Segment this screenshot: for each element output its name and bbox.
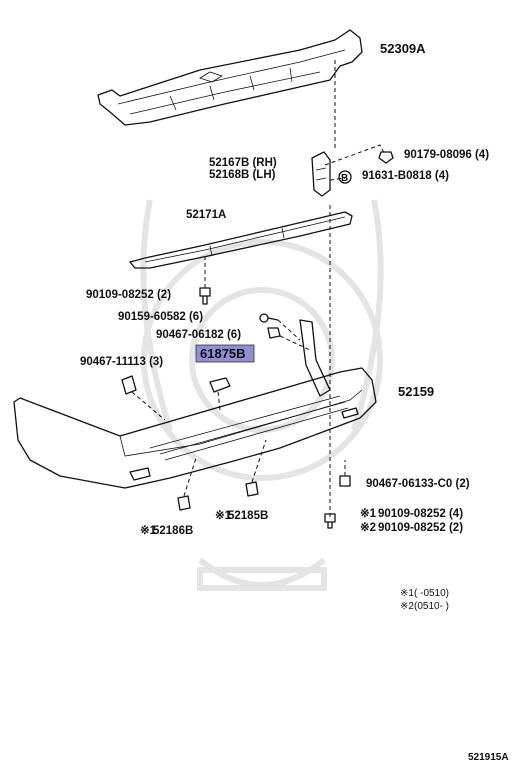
leader-bracket-bolts bbox=[324, 144, 386, 166]
leader-90159 bbox=[277, 319, 301, 341]
part-52167B-bracket[interactable] bbox=[311, 151, 331, 197]
mark-52186B: ※1 bbox=[140, 524, 157, 537]
label-52185B[interactable]: 52185B bbox=[228, 510, 268, 522]
label-52159[interactable]: 52159 bbox=[398, 384, 434, 399]
leader-52185B bbox=[251, 439, 267, 483]
leader-90467-11113 bbox=[131, 391, 166, 421]
leader-91631 bbox=[329, 177, 346, 181]
part-90467-11113-clip[interactable] bbox=[121, 375, 137, 395]
legend-mark-1: ※1 bbox=[400, 588, 414, 599]
legend-range-2: (0510- ) bbox=[414, 601, 449, 612]
part-90109-bolt-upper[interactable] bbox=[199, 287, 211, 305]
part-90109-bolt-lower[interactable] bbox=[324, 513, 336, 529]
diagram-id: 521915A bbox=[468, 752, 509, 763]
label-90179[interactable]: 90179-08096 (4) bbox=[404, 149, 489, 161]
mark-90109-lower-2: ※2 bbox=[360, 521, 376, 534]
part-61875B-cap[interactable] bbox=[209, 377, 231, 393]
part-52171A-reinforcement[interactable] bbox=[129, 211, 353, 269]
legend: ※1 ( -0510) ※2 (0510- ) bbox=[400, 588, 449, 612]
part-52185B-retainer[interactable] bbox=[245, 481, 259, 497]
label-90109-upper[interactable]: 90109-08252 (2) bbox=[86, 289, 171, 301]
label-90467-11113[interactable]: 90467-11113 (3) bbox=[80, 356, 163, 368]
legend-mark-2: ※2 bbox=[400, 601, 414, 612]
label-52168B[interactable]: 52168B (LH) bbox=[209, 169, 276, 181]
highlight-61875B bbox=[195, 344, 255, 363]
part-90467-06182-clip[interactable] bbox=[267, 327, 281, 339]
label-61875B[interactable]: 61875B bbox=[200, 346, 246, 361]
label-90109-lower-1[interactable]: 90109-08252 (4) bbox=[378, 508, 463, 520]
part-90179-clip[interactable] bbox=[378, 151, 394, 164]
svg-text:B: B bbox=[341, 173, 348, 184]
watermark-emblem bbox=[140, 199, 384, 591]
label-52171A[interactable]: 52171A bbox=[186, 209, 226, 221]
label-52309A[interactable]: 52309A bbox=[380, 41, 426, 56]
label-52167B[interactable]: 52167B (RH) bbox=[209, 157, 277, 169]
label-91631[interactable]: 91631-B0818 (4) bbox=[362, 170, 449, 182]
part-90159-screw[interactable] bbox=[259, 313, 279, 323]
mark-52185B: ※1 bbox=[215, 509, 232, 522]
part-52186B-retainer[interactable] bbox=[177, 495, 191, 511]
label-90159[interactable]: 90159-60582 (6) bbox=[118, 311, 203, 323]
part-52309A-plate[interactable] bbox=[97, 29, 363, 126]
leader-90467-06182 bbox=[279, 335, 311, 351]
leader-52186B bbox=[183, 457, 197, 497]
part-52159-bumper-cover[interactable] bbox=[13, 319, 377, 489]
label-52186B[interactable]: 52186B bbox=[153, 525, 193, 537]
part-91631-bolt[interactable]: B bbox=[338, 170, 352, 184]
part-90467-06133-clip[interactable] bbox=[339, 475, 351, 487]
mark-90109-lower-1: ※1 bbox=[360, 507, 377, 520]
label-90467-06182[interactable]: 90467-06182 (6) bbox=[156, 329, 241, 341]
label-90467-06133[interactable]: 90467-06133-C0 (2) bbox=[366, 478, 470, 490]
label-90109-lower-2[interactable]: 90109-08252 (2) bbox=[378, 522, 463, 534]
legend-range-1: ( -0510) bbox=[414, 588, 449, 599]
